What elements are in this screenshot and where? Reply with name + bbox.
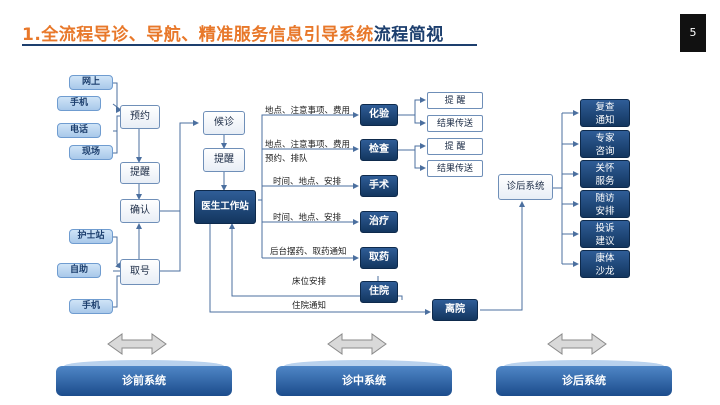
note-inpatient: 床位安排 (292, 277, 327, 287)
post-item-expert: 专家 咨询 (580, 130, 630, 158)
mid-system-bar: 诊中系统 (276, 366, 452, 396)
post-item-complaint-line1: 投诉 (595, 223, 615, 234)
note-exam-queue: 预约、排队 (265, 154, 308, 164)
post-item-salon: 康体 沙龙 (580, 250, 630, 278)
title-main: 1.全流程导诊、导航、精准服务信息引导系统 (22, 25, 374, 45)
post-system-bar: 诊后系统 (496, 366, 672, 396)
post-item-followup: 随访 安排 (580, 190, 630, 218)
note-lab: 地点、注意事项、费用 (265, 106, 351, 116)
step-wait-remind: 提醒 (203, 148, 245, 172)
service-inpatient: 住院 (360, 281, 398, 303)
title-underline (22, 44, 477, 46)
step-appointment: 预约 (120, 105, 160, 129)
doctor-workstation: 医生工作站 (194, 190, 256, 224)
page-title: 1.全流程导诊、导航、精准服务信息引导系统流程简视 (22, 20, 444, 45)
post-item-complaint: 投诉 建议 (580, 220, 630, 248)
title-suffix: 流程简视 (373, 25, 444, 45)
post-item-expert-line2: 咨询 (595, 146, 615, 157)
service-medicine: 取药 (360, 247, 398, 269)
post-item-expert-line1: 专家 (595, 133, 615, 144)
post-item-recheck-line2: 通知 (595, 115, 615, 126)
channel-self-service: 自助 (57, 263, 101, 278)
service-discharge: 离院 (432, 299, 478, 321)
post-item-followup-line1: 随访 (595, 193, 615, 204)
channel-onsite: 现场 (69, 145, 113, 160)
exam-result-transfer: 结果传送 (427, 160, 483, 177)
channel-phone: 电话 (57, 123, 101, 138)
service-surgery: 手术 (360, 175, 398, 197)
channel-mobile-2: 手机 (69, 299, 113, 314)
service-exam: 检查 (360, 139, 398, 161)
lab-result-transfer: 结果传送 (427, 115, 483, 132)
post-item-care-line2: 服务 (595, 176, 615, 187)
step-confirm: 确认 (120, 199, 160, 223)
service-lab: 化验 (360, 104, 398, 126)
note-exam: 地点、注意事项、费用 (265, 140, 351, 150)
note-surgery: 时间、地点、安排 (273, 177, 342, 187)
channel-nurse-station: 护士站 (69, 229, 113, 244)
post-item-followup-line2: 安排 (595, 206, 615, 217)
service-treatment: 治疗 (360, 211, 398, 233)
post-item-recheck-line1: 复查 (595, 102, 615, 113)
post-item-care: 关怀 服务 (580, 160, 630, 188)
note-treatment: 时间、地点、安排 (273, 213, 342, 223)
post-item-salon-line1: 康体 (595, 253, 615, 264)
note-discharge: 住院通知 (292, 301, 327, 311)
channel-mobile: 手机 (57, 96, 101, 111)
post-item-salon-line2: 沙龙 (595, 266, 615, 277)
lab-remind: 提 醒 (427, 92, 483, 109)
pre-system-bar: 诊前系统 (56, 366, 232, 396)
note-medicine: 后台摆药、取药通知 (270, 247, 347, 257)
post-system-node: 诊后系统 (498, 174, 553, 200)
step-wait: 候诊 (203, 111, 245, 135)
post-item-recheck: 复查 通知 (580, 99, 630, 127)
step-take-number: 取号 (120, 259, 160, 285)
post-item-complaint-line2: 建议 (595, 236, 615, 247)
page-number: 5 (680, 14, 706, 52)
channel-online: 网上 (69, 75, 113, 90)
step-remind: 提醒 (120, 162, 160, 184)
exam-remind: 提 醒 (427, 138, 483, 155)
post-item-care-line1: 关怀 (595, 163, 615, 174)
